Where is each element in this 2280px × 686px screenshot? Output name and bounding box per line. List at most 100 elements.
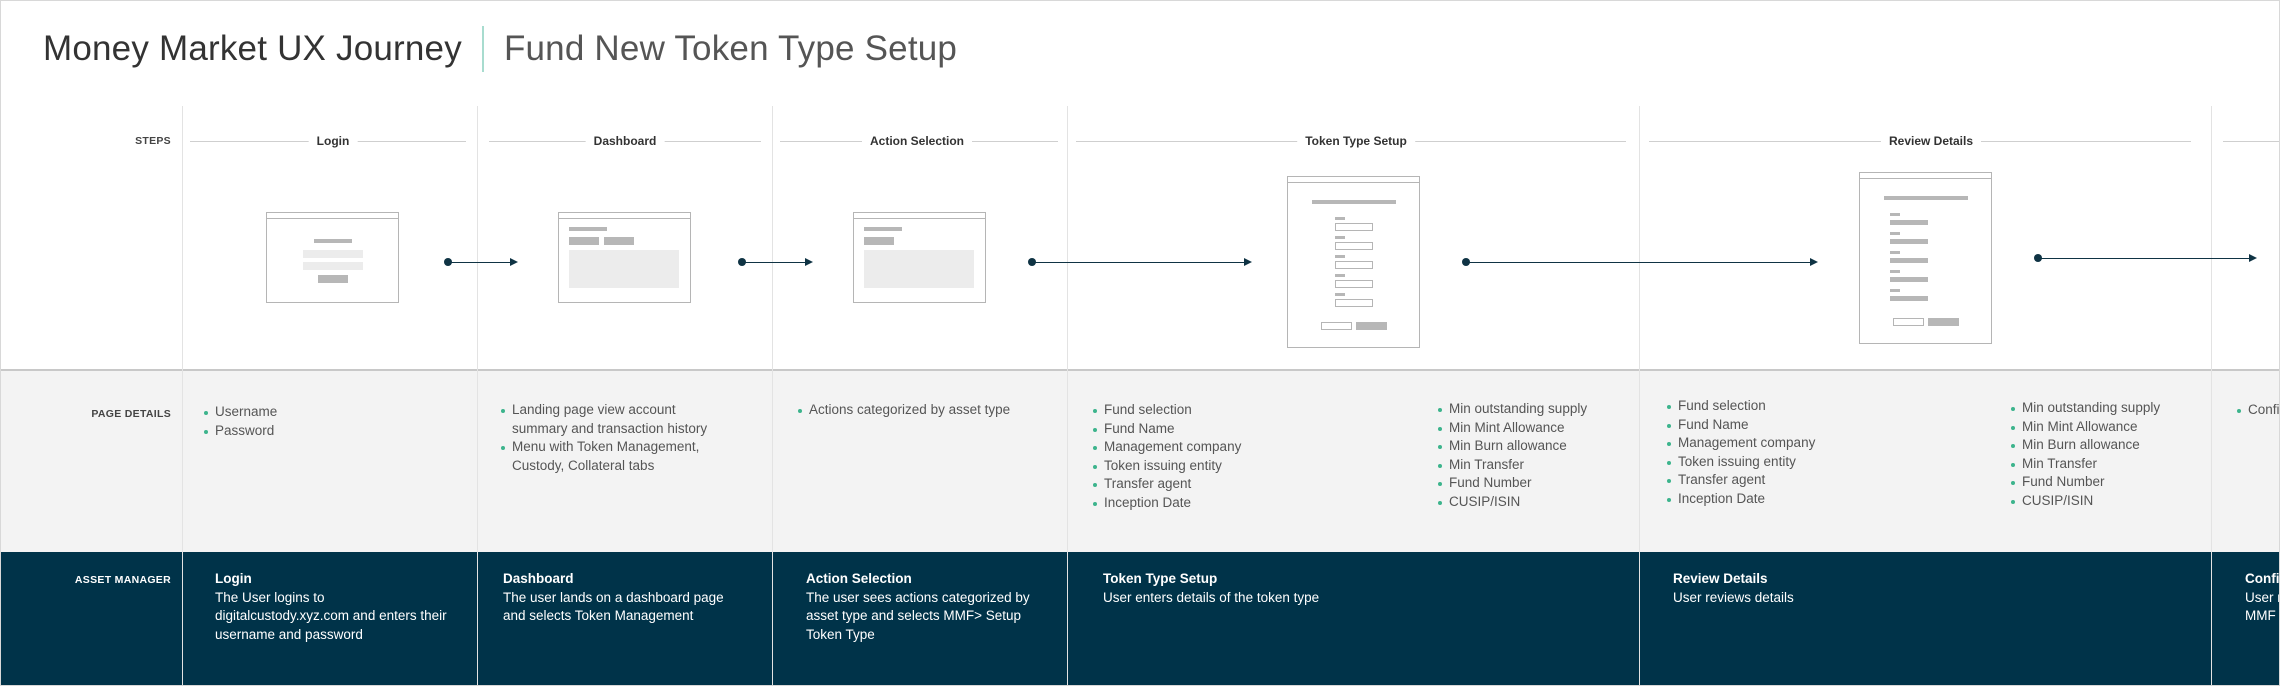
list-item: Min Transfer [1438, 456, 1628, 475]
asset-manager-step-title: Login [215, 571, 252, 586]
placeholder-value [1890, 258, 1928, 263]
column-divider [1639, 106, 1640, 685]
placeholder-field [1335, 242, 1373, 250]
column-divider [477, 106, 478, 685]
list-item: Confir [2237, 401, 2279, 420]
page-subtitle: Fund New Token Type Setup [503, 29, 958, 68]
arrow-line [448, 262, 510, 263]
list-item: Fund Number [1438, 474, 1628, 493]
step-header-review-details: Review Details [1649, 134, 2191, 148]
flow-arrow [1028, 257, 1252, 267]
asset-manager-step-text: The user sees actions categorized by [806, 589, 1030, 605]
title-bar: Money Market UX Journey Fund New Token T… [43, 25, 957, 73]
placeholder-label [1335, 255, 1345, 258]
step-label: Action Selection [861, 134, 973, 148]
placeholder-value [1890, 239, 1928, 244]
asset-manager-step-text: User enters details of the token type [1103, 589, 1320, 605]
placeholder-panel [569, 250, 679, 288]
list-item: Min Burn allowance [2011, 436, 2201, 455]
placeholder-label [1890, 251, 1900, 254]
placeholder-label [1890, 213, 1900, 216]
list-item: CUSIP/ISIN [2011, 492, 2201, 511]
window-bar [1288, 177, 1419, 183]
login-details-list: Username Password [204, 403, 464, 440]
asset-manager-dashboard: Dashboard The user lands on a dashboard … [503, 570, 763, 626]
placeholder-value [1890, 296, 1928, 301]
list-item: CUSIP/ISIN [1438, 493, 1628, 512]
asset-manager-next-step: Confir User r MMF t [2245, 570, 2280, 626]
arrowhead-icon [1244, 258, 1252, 266]
placeholder-bar [864, 227, 902, 231]
column-divider [772, 106, 773, 685]
list-item-text: Custody, Collateral tabs [512, 457, 655, 473]
placeholder-label [1890, 289, 1900, 292]
asset-manager-step-text: MMF t [2245, 608, 2280, 623]
asset-manager-step-text: The user lands on a dashboard page [503, 589, 724, 605]
placeholder-button [1893, 318, 1924, 326]
review-details-screen-thumbnail [1859, 172, 1992, 344]
placeholder-field [303, 262, 363, 270]
arrowhead-icon [510, 258, 518, 266]
column-divider [182, 106, 183, 685]
list-item: Min Transfer [2011, 455, 2201, 474]
placeholder-label [1335, 217, 1345, 220]
placeholder-button [1928, 318, 1959, 326]
step-header-login: Login [190, 134, 466, 148]
placeholder-button [1356, 322, 1387, 330]
asset-manager-step-text: Token Type [806, 626, 875, 642]
review-details-list-right: Min outstanding supply Min Mint Allowanc… [2011, 399, 2201, 510]
step-label: Token Type Setup [1297, 134, 1415, 148]
placeholder-bar [1884, 196, 1968, 200]
arrow-line [1466, 262, 1810, 263]
action-selection-details-list: Actions categorized by asset type [798, 401, 1058, 420]
asset-manager-step-title: Dashboard [503, 571, 574, 586]
asset-manager-step-text: username and password [215, 626, 363, 642]
title-divider [481, 26, 484, 72]
list-item: Fund selection [1667, 397, 1907, 416]
list-item: Password [204, 422, 464, 441]
arrowhead-icon [2249, 254, 2257, 262]
step-label: Dashboard [585, 134, 665, 148]
placeholder-value [1890, 220, 1928, 225]
next-step-details-list: Confir [2237, 401, 2279, 420]
placeholder-label [1890, 270, 1900, 273]
asset-manager-step-text: User reviews details [1673, 589, 1794, 605]
list-item: Min outstanding supply [1438, 400, 1628, 419]
row-label-steps: STEPS [135, 135, 171, 147]
placeholder-panel [864, 250, 974, 288]
asset-manager-step-title: Review Details [1673, 571, 1768, 586]
step-header-next [2223, 134, 2279, 148]
placeholder-button [604, 237, 634, 245]
token-setup-details-list-right: Min outstanding supply Min Mint Allowanc… [1438, 400, 1628, 511]
list-item: Transfer agent [1667, 471, 1907, 490]
token-setup-screen-thumbnail [1287, 176, 1420, 348]
placeholder-label [1335, 236, 1345, 239]
step-label: Review Details [1880, 134, 1982, 148]
list-item: Token issuing entity [1093, 457, 1333, 476]
placeholder-value [1890, 277, 1928, 282]
flow-arrow [444, 257, 518, 267]
row-label-page-details: PAGE DETAILS [91, 408, 171, 420]
list-item: Menu with Token Management,Custody, Coll… [501, 438, 761, 475]
arrowhead-icon [805, 258, 813, 266]
list-item-text: summary and transaction history [512, 420, 708, 436]
asset-manager-login: Login The User logins to digitalcustody.… [215, 570, 465, 644]
asset-manager-action-selection: Action Selection The user sees actions c… [806, 570, 1056, 644]
column-divider [1067, 106, 1068, 685]
asset-manager-step-text: The User logins to [215, 589, 325, 605]
step-header-dashboard: Dashboard [489, 134, 761, 148]
asset-manager-step-title: Action Selection [806, 571, 912, 586]
list-item: Transfer agent [1093, 475, 1333, 494]
row-label-asset-manager: ASSET MANAGER [74, 574, 171, 586]
list-item: Management company [1667, 434, 1907, 453]
page-title: Money Market UX Journey [43, 29, 462, 68]
arrow-line [2038, 258, 2249, 259]
list-item: Min outstanding supply [2011, 399, 2201, 418]
placeholder-bar [314, 239, 352, 243]
list-item: Username [204, 403, 464, 422]
list-item: Fund Number [2011, 473, 2201, 492]
list-item: Actions categorized by asset type [798, 401, 1058, 420]
